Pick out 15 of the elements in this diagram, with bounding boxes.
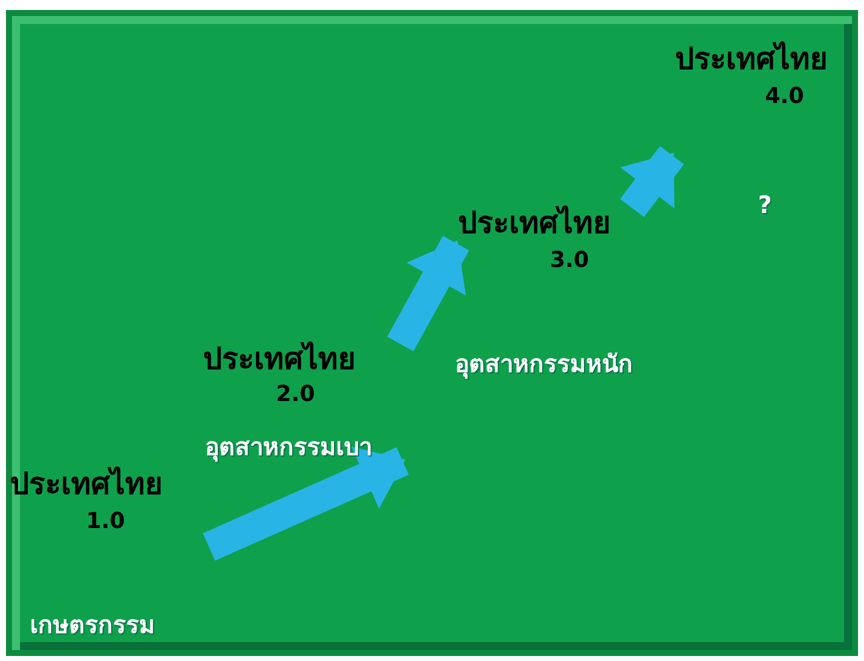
stage-description: อุตสาหกรรมเบา (205, 432, 372, 462)
stage-title: ประเทศไทย (10, 465, 163, 504)
stage-description: เกษตรกรรม (30, 610, 155, 640)
stage-title: ประเทศไทย (675, 40, 828, 79)
stage-version: 1.0 (86, 508, 125, 536)
stage-title: ประเทศไทย (203, 340, 356, 379)
block-arrow (620, 146, 684, 218)
stage-version: 2.0 (276, 381, 315, 409)
stage-title: ประเทศไทย (458, 204, 611, 243)
stage-description: อุตสาหกรรมหนัก (455, 349, 633, 379)
stage-version: 4.0 (765, 83, 804, 111)
stage-version: 3.0 (550, 247, 589, 275)
stage-description: ? (758, 190, 772, 220)
block-arrow (202, 446, 409, 561)
block-arrow (387, 236, 470, 352)
